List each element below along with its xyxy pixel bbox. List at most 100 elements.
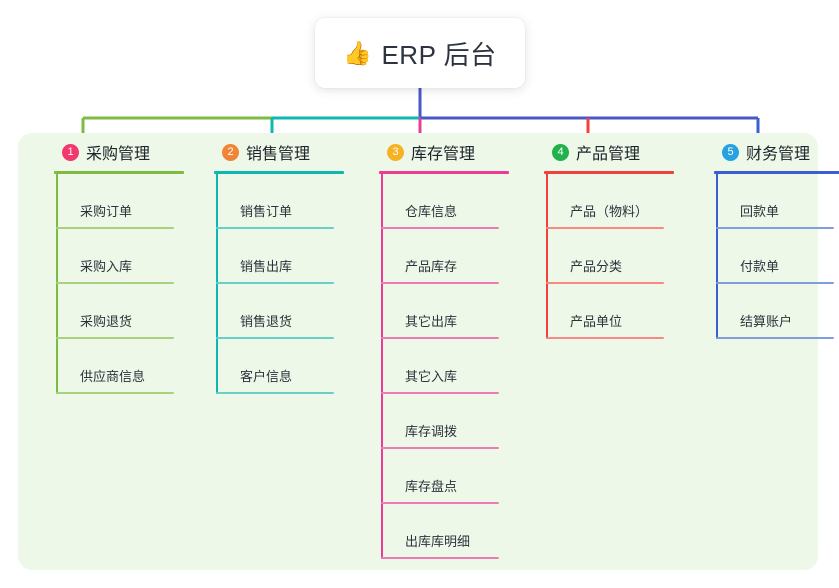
branch-child-item[interactable]: 销售退货 (216, 284, 350, 339)
branch-child-item[interactable]: 库存盘点 (381, 449, 515, 504)
branch-child-item[interactable]: 供应商信息 (56, 339, 190, 394)
branch-child-item[interactable]: 客户信息 (216, 339, 350, 394)
branch-child-underline (56, 392, 174, 394)
branch-title: 销售管理 (246, 146, 311, 163)
branch-child-underline (381, 502, 499, 504)
branch-1[interactable]: 1 采购管理采购订单采购入库采购退货供应商信息 (40, 133, 190, 394)
branch-child-underline (716, 337, 834, 339)
branch-number-badge: 5 (722, 143, 739, 161)
branch-child-underline (546, 227, 664, 229)
branch-child-item[interactable]: 其它入库 (381, 339, 515, 394)
branch-child-item[interactable]: 采购订单 (56, 174, 190, 229)
branch-child-item[interactable]: 付款单 (716, 229, 839, 284)
branch-underline (379, 171, 509, 174)
branch-child-item[interactable]: 库存调拨 (381, 394, 515, 449)
branch-child-label: 采购退货 (80, 314, 133, 329)
branch-child-label: 销售退货 (240, 314, 293, 329)
branch-children: 采购订单采购入库采购退货供应商信息 (56, 174, 190, 394)
branch-children: 仓库信息产品库存其它出库其它入库库存调拨库存盘点出库库明细 (381, 174, 515, 559)
branch-child-item[interactable]: 产品单位 (546, 284, 680, 339)
branch-child-underline (216, 227, 334, 229)
branch-child-label: 结算账户 (740, 314, 793, 329)
branch-child-label: 客户信息 (240, 369, 293, 384)
branch-child-label: 其它出库 (405, 314, 458, 329)
branch-child-item[interactable]: 采购入库 (56, 229, 190, 284)
branch-number-badge: 1 (62, 143, 79, 161)
branch-child-item[interactable]: 产品库存 (381, 229, 515, 284)
branch-spine (216, 174, 218, 394)
branch-header-5[interactable]: 5 财务管理 (700, 133, 839, 171)
branch-5[interactable]: 5 财务管理回款单付款单结算账户 (700, 133, 839, 339)
branch-title: 产品管理 (576, 146, 641, 163)
branch-child-item[interactable]: 出库库明细 (381, 504, 515, 559)
branch-child-item[interactable]: 其它出库 (381, 284, 515, 339)
branch-underline (214, 171, 344, 174)
branch-child-underline (716, 282, 834, 284)
branch-children: 产品（物料） 产品分类产品单位 (546, 174, 680, 339)
root-node-text: ERP 后台 (381, 39, 497, 70)
branch-child-label: 付款单 (740, 259, 780, 274)
branch-underline (54, 171, 184, 174)
branch-child-underline (56, 227, 174, 229)
branch-children: 销售订单销售出库销售退货客户信息 (216, 174, 350, 394)
branch-child-item[interactable]: 产品分类 (546, 229, 680, 284)
root-node[interactable]: 👍 ERP 后台 (315, 18, 525, 88)
branch-spine (56, 174, 58, 394)
branch-child-label: 其它入库 (405, 369, 458, 384)
branch-child-label: 回款单 (740, 204, 780, 219)
branch-underline (714, 171, 839, 174)
branch-underline (544, 171, 674, 174)
branch-child-item[interactable]: 仓库信息 (381, 174, 515, 229)
branch-child-item[interactable]: 销售出库 (216, 229, 350, 284)
branch-child-underline (546, 282, 664, 284)
branch-4[interactable]: 4 产品管理产品（物料） 产品分类产品单位 (530, 133, 680, 339)
branch-child-underline (216, 337, 334, 339)
branch-child-underline (381, 557, 499, 559)
branch-spine (546, 174, 548, 339)
branch-child-underline (381, 392, 499, 394)
branch-child-item[interactable]: 销售订单 (216, 174, 350, 229)
branch-child-underline (716, 227, 834, 229)
branch-child-label: 采购订单 (80, 204, 133, 219)
branches-panel-background (18, 133, 818, 570)
branch-header-2[interactable]: 2 销售管理 (200, 133, 350, 171)
branch-child-label: 产品单位 (570, 314, 623, 329)
branch-child-label: 仓库信息 (405, 204, 458, 219)
branch-number-badge: 3 (387, 143, 404, 161)
branch-child-item[interactable]: 回款单 (716, 174, 839, 229)
branch-child-label: 采购入库 (80, 259, 133, 274)
branch-child-label: 销售出库 (240, 259, 293, 274)
branch-number-badge: 4 (552, 143, 569, 161)
branch-child-underline (381, 447, 499, 449)
branch-children: 回款单付款单结算账户 (716, 174, 839, 339)
branch-list: 1 采购管理采购订单采购入库采购退货供应商信息 2 销售管理销售订单销售出库销售退货客… (18, 133, 839, 570)
branch-child-item[interactable]: 采购退货 (56, 284, 190, 339)
branch-header-4[interactable]: 4 产品管理 (530, 133, 680, 171)
branch-child-label: 供应商信息 (80, 369, 146, 384)
thumbs-up-icon: 👍 (343, 39, 373, 66)
branch-child-label: 产品（物料） (570, 204, 649, 219)
branch-child-item[interactable]: 产品（物料） (546, 174, 680, 229)
branch-child-underline (381, 282, 499, 284)
branch-child-label: 产品分类 (570, 259, 623, 274)
branch-2[interactable]: 2 销售管理销售订单销售出库销售退货客户信息 (200, 133, 350, 394)
branch-child-underline (216, 282, 334, 284)
branch-child-underline (546, 337, 664, 339)
branch-child-label: 库存调拨 (405, 424, 458, 439)
branch-title: 财务管理 (746, 146, 811, 163)
branch-child-underline (56, 282, 174, 284)
branch-child-underline (216, 392, 334, 394)
branch-child-label: 库存盘点 (405, 479, 458, 494)
branch-spine (716, 174, 718, 339)
branch-number-badge: 2 (222, 143, 239, 161)
branch-child-label: 产品库存 (405, 259, 458, 274)
branch-child-label: 销售订单 (240, 204, 293, 219)
branch-title: 采购管理 (86, 146, 151, 163)
branch-child-label: 出库库明细 (405, 534, 471, 549)
branch-child-item[interactable]: 结算账户 (716, 284, 839, 339)
branch-child-underline (381, 227, 499, 229)
branch-header-1[interactable]: 1 采购管理 (40, 133, 190, 171)
